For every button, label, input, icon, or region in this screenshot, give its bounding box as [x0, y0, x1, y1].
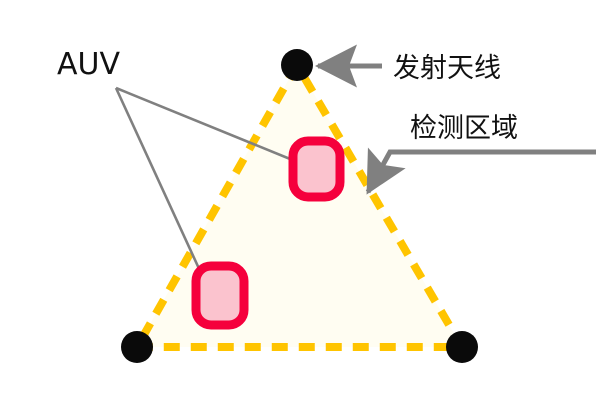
auv-upper-unit [288, 136, 345, 202]
bottom-left-node [121, 331, 153, 363]
auv-label: AUV [57, 47, 120, 82]
top-antenna-node [281, 49, 313, 81]
transmit-antenna-label: 发射天线 [393, 53, 501, 84]
detection-area-triangle [130, 56, 469, 351]
detection-area-arrow [365, 147, 596, 195]
bottom-right-node [446, 331, 478, 363]
detection-area-label: 检测区域 [410, 113, 518, 144]
auv-leader-line-lower [114, 87, 203, 274]
auv-lower-unit [191, 261, 249, 330]
auv-leader-line-upper [115, 86, 296, 163]
